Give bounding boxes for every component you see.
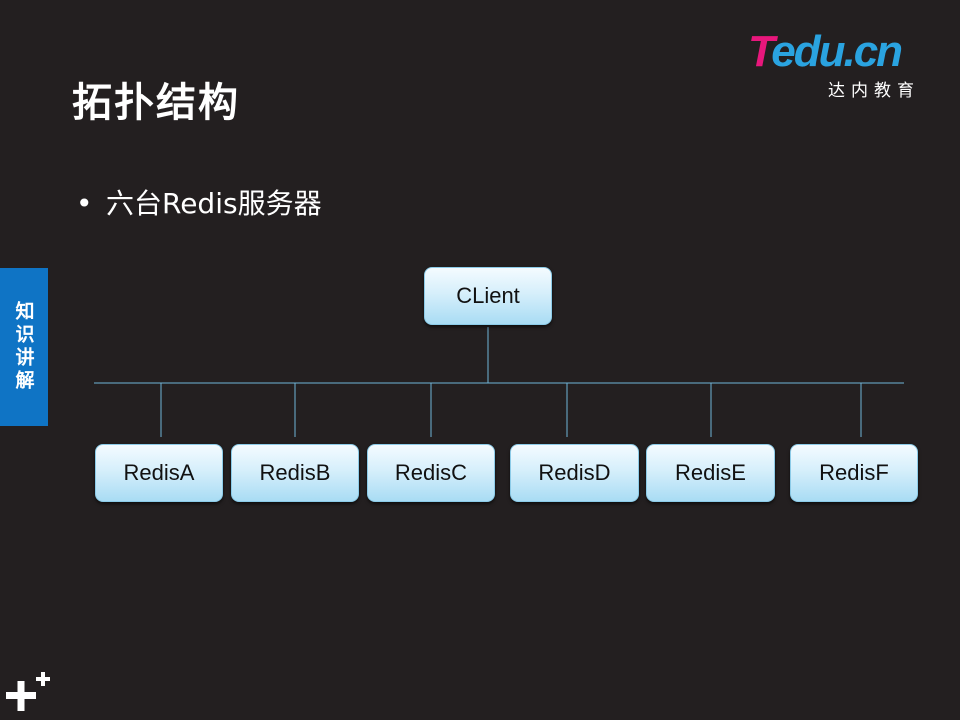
server-node-a: RedisA bbox=[95, 444, 223, 502]
page-title: 拓扑结构 bbox=[72, 80, 240, 126]
client-node: CLient bbox=[424, 267, 552, 325]
server-node-d: RedisD bbox=[510, 444, 639, 502]
server-node-e: RedisE bbox=[646, 444, 775, 502]
side-tab: 知识讲解 bbox=[0, 268, 48, 426]
bullet-text: 六台Redis服务器 bbox=[106, 187, 322, 220]
server-node-c: RedisC bbox=[367, 444, 495, 502]
server-node-b: RedisB bbox=[231, 444, 359, 502]
side-tab-label: 知识讲解 bbox=[12, 301, 35, 393]
plus-logo-icon bbox=[6, 672, 50, 711]
bullet-dot-icon: • bbox=[76, 187, 93, 220]
logo-subtitle: 达内教育 bbox=[828, 81, 920, 101]
logo-wordmark: Tedu.cn bbox=[748, 27, 903, 76]
tedu-logo: Tedu.cn 达内教育 bbox=[748, 27, 928, 102]
bullet-item: • 六台Redis服务器 bbox=[76, 182, 322, 222]
server-node-f: RedisF bbox=[790, 444, 918, 502]
